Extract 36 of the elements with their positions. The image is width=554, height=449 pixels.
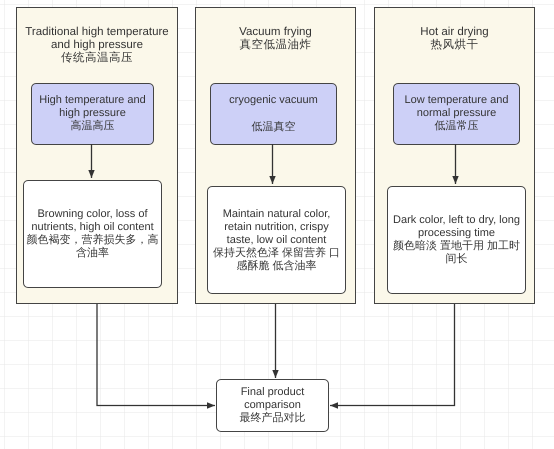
box-text: Browning color, loss of nutrients, high oil content [30,208,155,234]
box-text: 颜色褐变，营养损失多，高含油率 [26,234,159,260]
result-box [387,186,526,294]
arrow [452,144,459,184]
box-text: Final product comparison [240,386,306,412]
arrow [96,304,215,409]
column-heading: Hot air drying [419,26,490,38]
box-text: High temperature and high pressure [38,94,147,120]
column-panel [195,7,356,304]
column-heading: Traditional high temperature and high pressure [24,26,170,51]
box-text: cryogenic vacuum [228,94,319,107]
result-box [207,186,346,294]
box-text: 高温高压 [70,120,116,133]
box-text: 低温真空 [250,121,296,134]
box-text: Low temperature and normal pressure [404,94,510,120]
box-text: Maintain natural color, retain nutrition, crispy taste, low oil content [222,208,332,246]
result-box [216,379,329,432]
column-heading: Vacuum frying [238,26,313,38]
column-heading: 真空低温油炸 [238,39,312,52]
column-panel [16,7,178,304]
arrow [269,144,276,184]
arrow [330,304,456,409]
box-text: 颜色暗淡 置地干用 加工时间长 [392,240,522,266]
arrow [88,144,95,178]
result-box [23,180,162,288]
condition-box [210,83,337,145]
column-panel [374,7,535,304]
box-text: Dark color, left to dry, long processing time [392,214,521,240]
column-heading: 传统高温高压 [60,52,134,65]
arrow [272,304,279,378]
column-heading: 热风烘干 [430,39,480,52]
condition-box [393,83,520,145]
box-text: 低温常压 [434,120,480,133]
box-text: 保持天然色泽 保留营养 口感酥脆 低含油率 [212,246,342,272]
box-text: 最终产品对比 [238,412,306,425]
condition-box [31,83,154,145]
